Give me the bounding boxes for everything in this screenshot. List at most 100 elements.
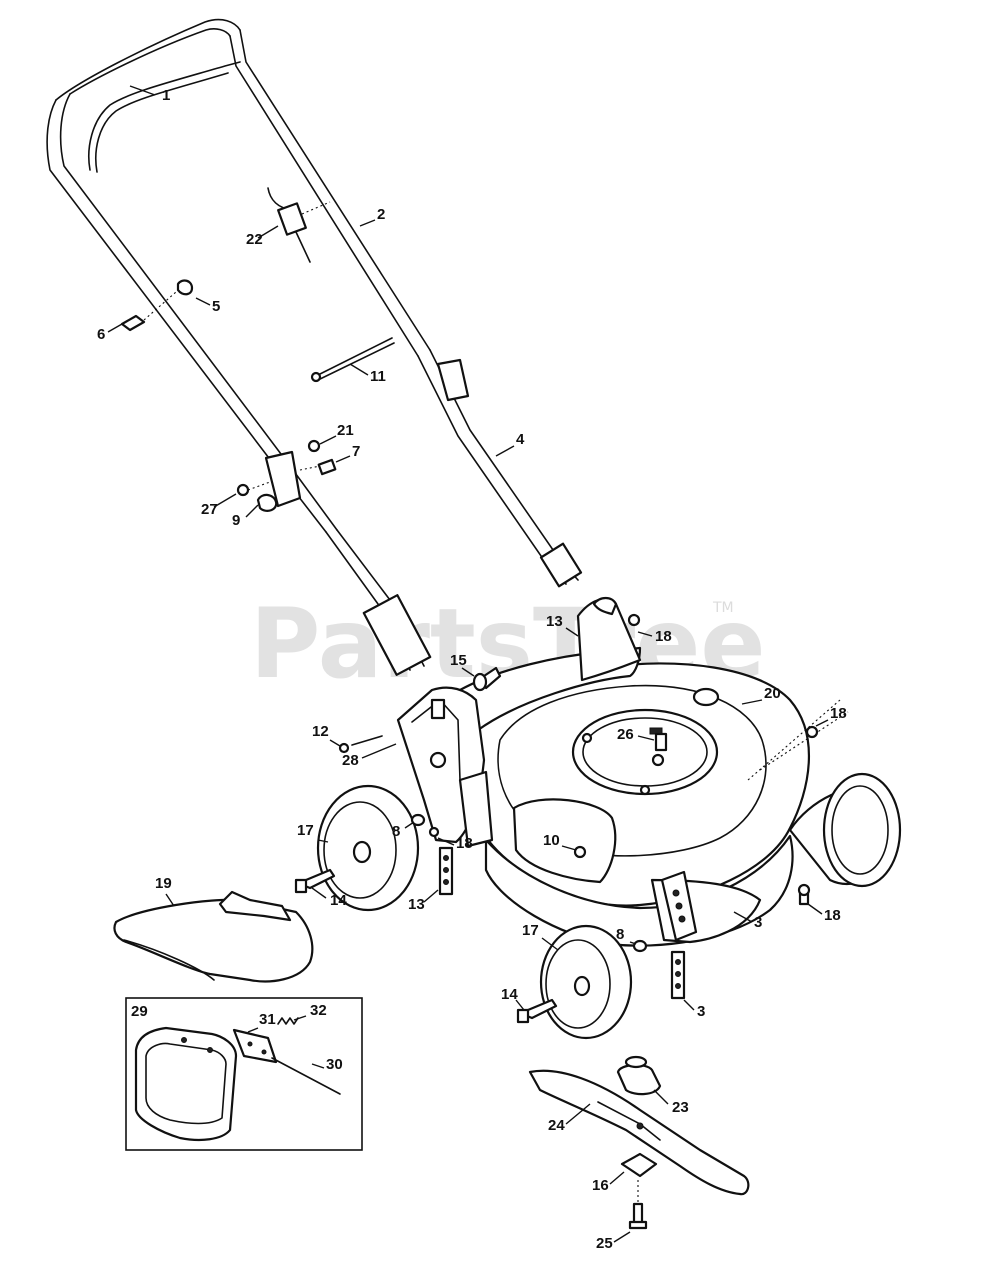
callout-leader-26	[637, 735, 655, 741]
front-right-wheel	[539, 924, 633, 1040]
callout-leader-21	[319, 435, 337, 445]
callout-leader-5	[195, 297, 211, 306]
callout-leader-12	[329, 739, 341, 747]
callout-label-24: 24	[548, 1117, 565, 1134]
left-height-adjuster	[396, 686, 494, 848]
callout-label-14: 14	[330, 892, 347, 909]
callout-leader-16	[609, 1171, 625, 1185]
callout-label-22: 22	[246, 231, 263, 248]
callout-leader-17	[541, 937, 559, 951]
callout-leader-2	[359, 219, 376, 227]
hardware-21-7-27-9	[236, 439, 337, 512]
misc-hardware	[338, 666, 668, 859]
lower-handle	[264, 349, 583, 676]
rear-right-wheel	[822, 772, 902, 888]
callout-leader-18	[807, 903, 823, 915]
callout-label-27: 27	[201, 501, 218, 518]
callout-label-7: 7	[352, 443, 360, 460]
callout-label-11: 11	[370, 368, 386, 385]
callout-label-31: 31	[259, 1011, 276, 1028]
callout-leader-3	[683, 999, 695, 1011]
callout-leader-15	[461, 667, 475, 677]
callout-leader-32	[293, 1015, 307, 1021]
callout-label-20: 20	[764, 685, 781, 702]
callout-label-32: 32	[310, 1002, 327, 1019]
callout-leader-23	[653, 1089, 669, 1105]
callout-label-21: 21	[337, 422, 354, 439]
callout-label-18: 18	[830, 705, 847, 722]
callout-label-2: 2	[377, 206, 385, 223]
callout-leader-25	[613, 1231, 631, 1243]
callout-leader-14	[311, 887, 327, 899]
callout-label-26: 26	[617, 726, 634, 743]
callout-label-13: 13	[546, 613, 563, 630]
callout-leader-18	[637, 631, 653, 637]
callout-label-25: 25	[596, 1235, 613, 1252]
callout-label-23: 23	[672, 1099, 689, 1116]
inset-box	[125, 997, 363, 1151]
callout-label-16: 16	[592, 1177, 609, 1194]
wheel-hardware	[294, 813, 686, 1024]
blade-assembly	[528, 1055, 750, 1230]
callout-label-18: 18	[456, 835, 473, 852]
callout-leader-20	[741, 699, 763, 705]
cable-clip	[267, 187, 331, 263]
callout-label-18: 18	[655, 628, 672, 645]
callout-leader-3	[733, 911, 753, 923]
callout-leader-17	[317, 839, 329, 843]
callout-label-3: 3	[697, 1003, 705, 1020]
callout-leader-4	[495, 445, 515, 457]
screws	[627, 613, 819, 906]
callout-label-8: 8	[616, 926, 624, 943]
callout-label-15: 15	[450, 652, 467, 669]
callout-label-29: 29	[131, 1003, 148, 1020]
callout-leader-18	[815, 719, 829, 727]
callout-label-17: 17	[522, 922, 539, 939]
callout-label-3: 3	[754, 914, 762, 931]
callout-leader-30	[311, 1063, 325, 1069]
callout-leader-18	[437, 837, 455, 846]
callout-label-5: 5	[212, 298, 220, 315]
callout-label-30: 30	[326, 1056, 343, 1073]
front-left-wheel	[316, 784, 420, 912]
callout-leader-1	[129, 85, 156, 96]
callout-label-14: 14	[501, 986, 518, 1003]
callout-leader-13	[423, 889, 439, 903]
callout-leader-27	[213, 493, 237, 508]
callout-label-10: 10	[543, 832, 560, 849]
watermark-trademark: TM	[712, 600, 734, 616]
callout-leader-9	[245, 504, 259, 518]
mower-deck	[448, 646, 897, 947]
callout-leader-24	[565, 1103, 591, 1125]
callout-leader-10	[561, 845, 577, 851]
callout-label-12: 12	[312, 723, 329, 740]
callout-leader-19	[165, 893, 175, 907]
callout-label-19: 19	[155, 875, 172, 892]
handle-rod	[310, 337, 395, 383]
callout-leader-22	[257, 225, 279, 239]
callout-label-1: 1	[162, 87, 170, 104]
callout-leader-28	[361, 743, 397, 759]
callout-label-13: 13	[408, 896, 425, 913]
callout-leader-6	[107, 323, 123, 333]
chute-frame	[576, 596, 642, 682]
callout-label-17: 17	[297, 822, 314, 839]
callout-label-6: 6	[97, 326, 105, 343]
callout-leader-7	[335, 455, 351, 463]
discharge-chute	[113, 890, 314, 983]
callout-leader-13	[565, 627, 579, 637]
callout-label-18: 18	[824, 907, 841, 924]
upper-handle	[46, 18, 431, 533]
callout-leader-14	[515, 999, 525, 1011]
callout-leader-31	[247, 1027, 259, 1033]
callout-leader-8	[629, 941, 637, 945]
callout-leader-11	[349, 363, 369, 376]
callout-leader-8	[404, 821, 415, 829]
hardware-5-6	[120, 279, 194, 332]
callout-label-4: 4	[516, 431, 525, 448]
callout-label-8: 8	[392, 823, 400, 840]
callout-label-9: 9	[232, 512, 240, 529]
callout-label-28: 28	[342, 752, 359, 769]
